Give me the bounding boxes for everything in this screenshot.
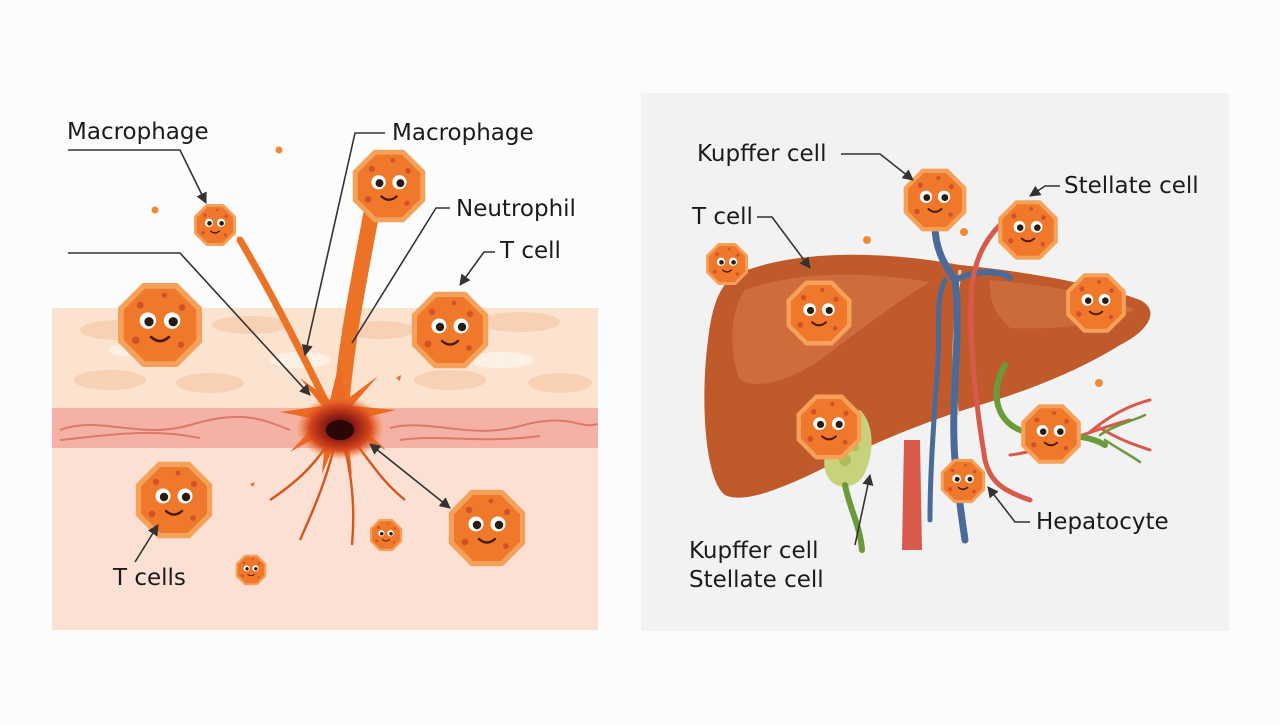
- bile-duct: [993, 362, 1108, 448]
- macrophage-small-leader: [68, 149, 207, 205]
- label-t-cell: T cell: [500, 238, 561, 264]
- stellate-top-leader: [1029, 185, 1060, 197]
- t-cell-lower: [134, 460, 214, 540]
- macrophage-cell-small: [193, 203, 237, 247]
- t-cell: [410, 290, 490, 370]
- liver-cell: [785, 279, 853, 347]
- stellate-cell-top: [997, 199, 1059, 261]
- skin-panel: [52, 132, 598, 630]
- kupffer-bottom-leader: [854, 473, 874, 546]
- label-stellate-top: Stellate cell: [1064, 173, 1199, 199]
- neutrophil-projection: [236, 236, 334, 414]
- label-kupffer-top: Kupffer cell: [697, 141, 827, 167]
- hepatic-artery: [968, 222, 1033, 503]
- label-kupffer-bottom: Kupffer cell: [689, 538, 819, 564]
- label-stellate-bottom: Stellate cell: [689, 567, 824, 593]
- cell-tiny: [369, 518, 403, 552]
- wound-cell-arrow: [369, 443, 451, 509]
- liver-panel: [641, 93, 1229, 631]
- t-cell: [705, 242, 749, 286]
- particle-dot: [863, 236, 871, 244]
- liver-cell: [1065, 272, 1127, 334]
- label-macrophage-small: Macrophage: [67, 119, 209, 145]
- inferior-vena-cava: [902, 440, 922, 550]
- cell-lower-right: [447, 488, 527, 568]
- hepatocyte-cell: [940, 458, 986, 504]
- label-neutrophil: Neutrophil: [456, 196, 576, 222]
- label-t-cells: T cells: [113, 565, 186, 591]
- kupffer-top-leader: [841, 153, 914, 181]
- kupffer-cell-top: [902, 167, 968, 233]
- cell-tiny: [235, 554, 267, 586]
- hepatocyte-leader: [987, 486, 1030, 523]
- t-cells-leader: [134, 524, 159, 563]
- label-hepatocyte: Hepatocyte: [1036, 509, 1169, 535]
- particle-dot: [1095, 379, 1103, 387]
- neutrophil-leader: [351, 207, 450, 344]
- stellate-cell-bottom: [1020, 403, 1082, 465]
- particle-dot: [396, 375, 401, 381]
- unlabeled-leader: [68, 252, 311, 396]
- macrophage-top-leader: [301, 132, 385, 357]
- cell-upper-left: [116, 281, 204, 369]
- particle-dot: [275, 146, 283, 154]
- particle-dot: [151, 206, 159, 214]
- t-cell-leader: [459, 251, 495, 286]
- macrophage-cell-top: [351, 148, 427, 224]
- label-macrophage-top: Macrophage: [392, 120, 534, 146]
- kupffer-cell-bottom: [795, 393, 863, 461]
- label-t-cell-liver: T cell: [692, 204, 753, 230]
- particle-dot: [250, 482, 255, 487]
- particle-dot: [960, 228, 968, 236]
- t-cell-leader: [757, 216, 811, 269]
